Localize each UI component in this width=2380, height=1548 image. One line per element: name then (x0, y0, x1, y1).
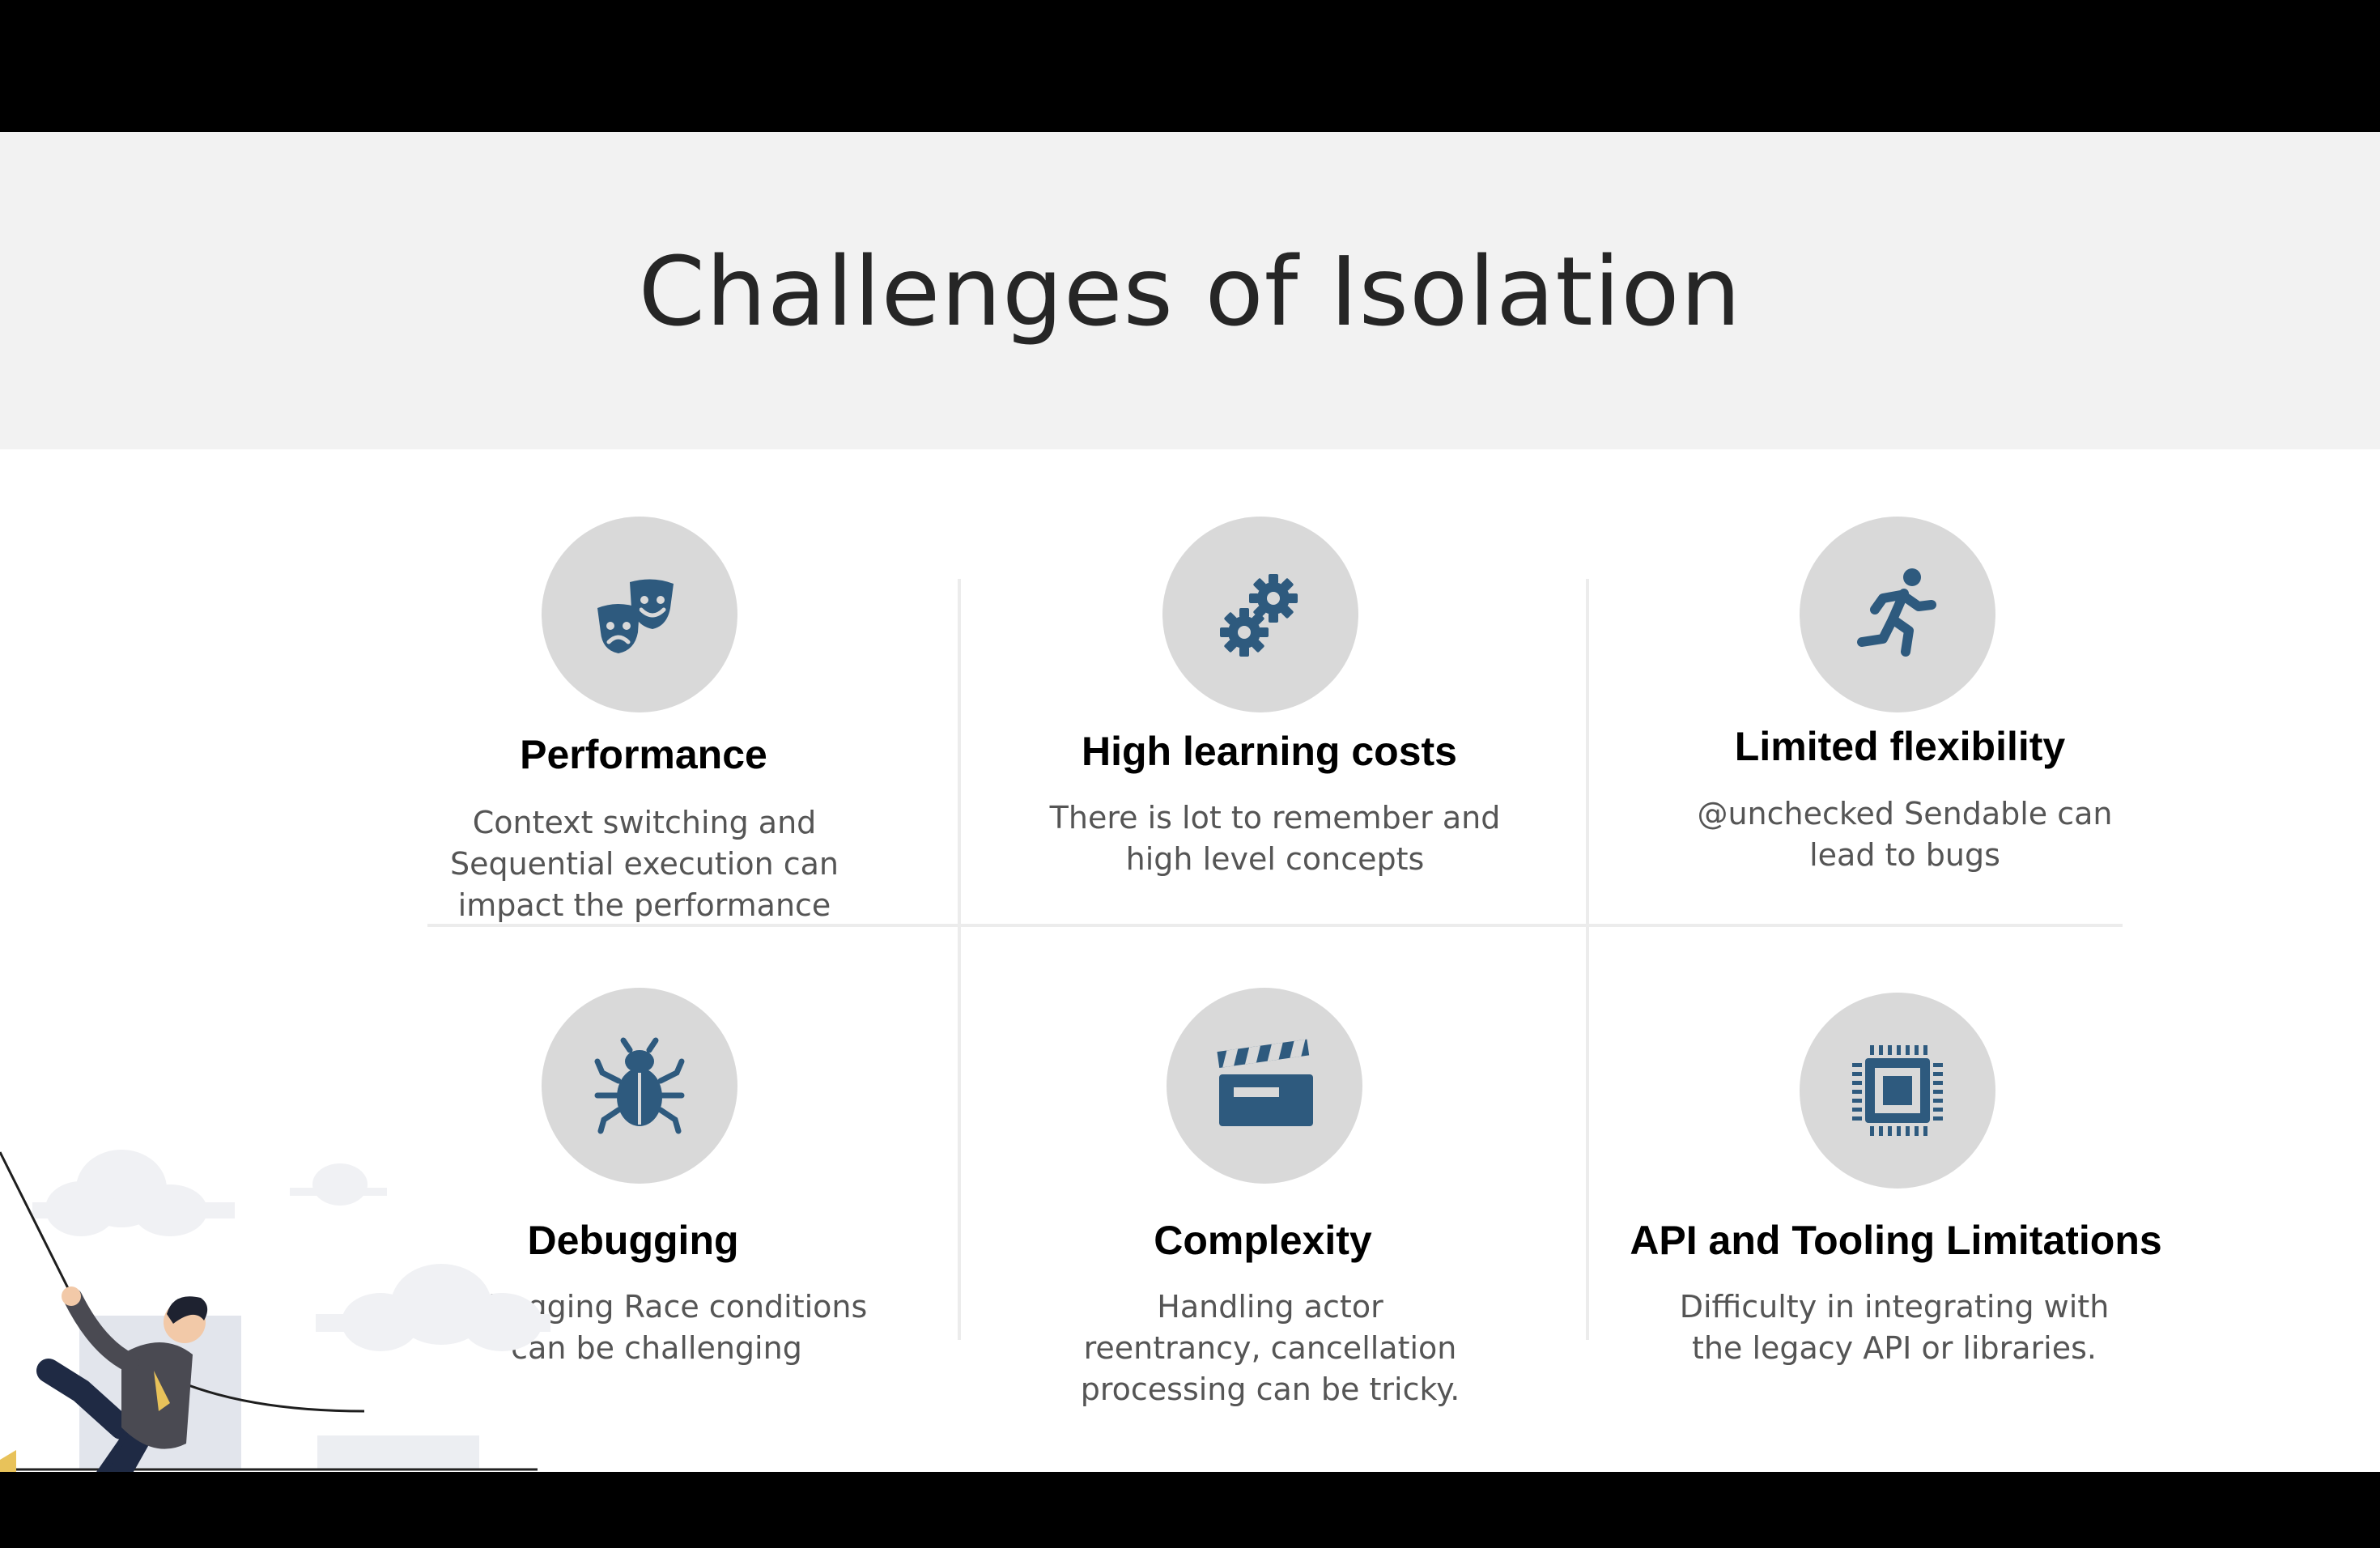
card-title: High learning costs (1082, 729, 1457, 774)
divider-vertical-2 (1586, 579, 1589, 1340)
description-line: Sequential execution can (449, 846, 839, 882)
card-description: Context switching and Sequential executi… (385, 802, 903, 926)
card-title: API and Tooling Limitations (1630, 1218, 2162, 1263)
slide: Challenges of Isolation Performance Cont… (0, 132, 2380, 1472)
card-title: Complexity (1154, 1218, 1372, 1263)
description-line: the legacy API or libraries. (1692, 1330, 2097, 1366)
divider-horizontal (427, 924, 2123, 927)
card-title: Debugging (527, 1218, 739, 1263)
processor-chip-icon (1800, 993, 1995, 1189)
card-description: @unchecked Sendable can lead to bugs (1646, 793, 2164, 876)
card-description: Handling actor reentrancy, cancellation … (1011, 1286, 1529, 1410)
running-person-icon (1800, 517, 1995, 712)
description-line: There is lot to remember and (1049, 800, 1501, 836)
description-line: Difficulty in integrating with (1679, 1289, 2110, 1325)
theater-masks-icon (542, 517, 737, 712)
description-line: processing can be tricky. (1080, 1372, 1460, 1407)
description-line: Context switching and (472, 805, 817, 840)
description-line: reentrancy, cancellation (1083, 1330, 1457, 1366)
card-title: Limited flexibility (1734, 724, 2066, 769)
description-line: @unchecked Sendable can (1697, 796, 2113, 831)
bug-icon (542, 988, 737, 1184)
clapperboard-icon (1167, 988, 1362, 1184)
description-line: lead to bugs (1809, 837, 2000, 873)
description-line: can be challenging (511, 1330, 802, 1366)
card-description: There is lot to remember and high level … (1016, 797, 1534, 880)
card-description: Difficulty in integrating with the legac… (1635, 1286, 2153, 1369)
slide-title: Challenges of Isolation (638, 236, 1742, 347)
title-band: Challenges of Isolation (0, 132, 2380, 449)
gears-icon (1162, 517, 1358, 712)
divider-vertical-1 (958, 579, 961, 1340)
card-title: Performance (520, 732, 767, 777)
description-line: Handling actor (1157, 1289, 1383, 1325)
description-line: high level concepts (1125, 841, 1425, 877)
climbing-person-illustration (0, 1150, 550, 1472)
description-line: impact the performance (457, 887, 831, 923)
